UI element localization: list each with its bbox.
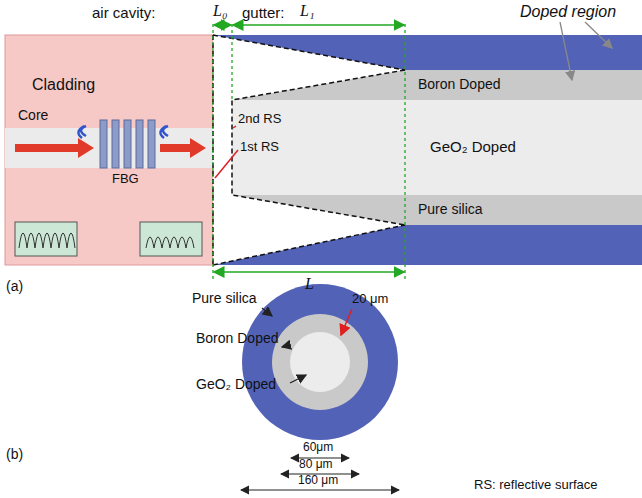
boron-ring [272,314,368,410]
dimension-symbol: L₁ [300,2,314,20]
dimension-label: 60μm [303,441,333,455]
region-label: Boron Doped [418,76,501,92]
callout-label: air cavity: [92,4,155,21]
leader-arrow [560,22,612,80]
core [5,128,213,168]
callout-label: Doped region [520,3,616,21]
part-label: FBG [112,172,139,187]
air-cavity-gutter [213,35,405,265]
surface-label: 2nd RS [238,112,281,127]
thickness-arrow [341,309,352,335]
panel-label: (a) [6,278,23,294]
dimension-label: 80 μm [299,458,333,472]
dimension-label: 20 μm [352,292,388,307]
pure-silica-ring [242,284,398,440]
dimension-label: 160 μm [298,474,338,488]
region-label: Cladding [32,76,95,94]
region-label: GeO₂ Doped [430,138,516,155]
surface-label: 1st RS [240,140,279,155]
gutter-outline [213,35,405,265]
light-arrow [15,138,206,158]
cladding [5,35,213,265]
region-label: Core [18,107,48,123]
dimension-symbol: L₀ [213,2,227,20]
dimension-line [214,25,404,272]
geo2-core [213,100,642,195]
region-label: Pure silica [418,201,483,217]
note: RS: reflective surface [474,478,598,493]
callout-label: gutter: [242,4,285,21]
guide-line [213,24,405,280]
region-label: GeO₂ Doped [196,376,276,392]
fbg-grating [100,120,155,168]
dimension-symbol: L [305,275,314,293]
region-label: Pure silica [190,290,259,306]
region-label: Boron Doped [196,330,279,346]
dimension-line [241,458,399,490]
geo2-core-disc [290,332,350,392]
panel-label: (b) [6,446,23,462]
reflection-mark [78,126,228,138]
spectrum-box [15,222,202,256]
leader-line [215,126,238,178]
